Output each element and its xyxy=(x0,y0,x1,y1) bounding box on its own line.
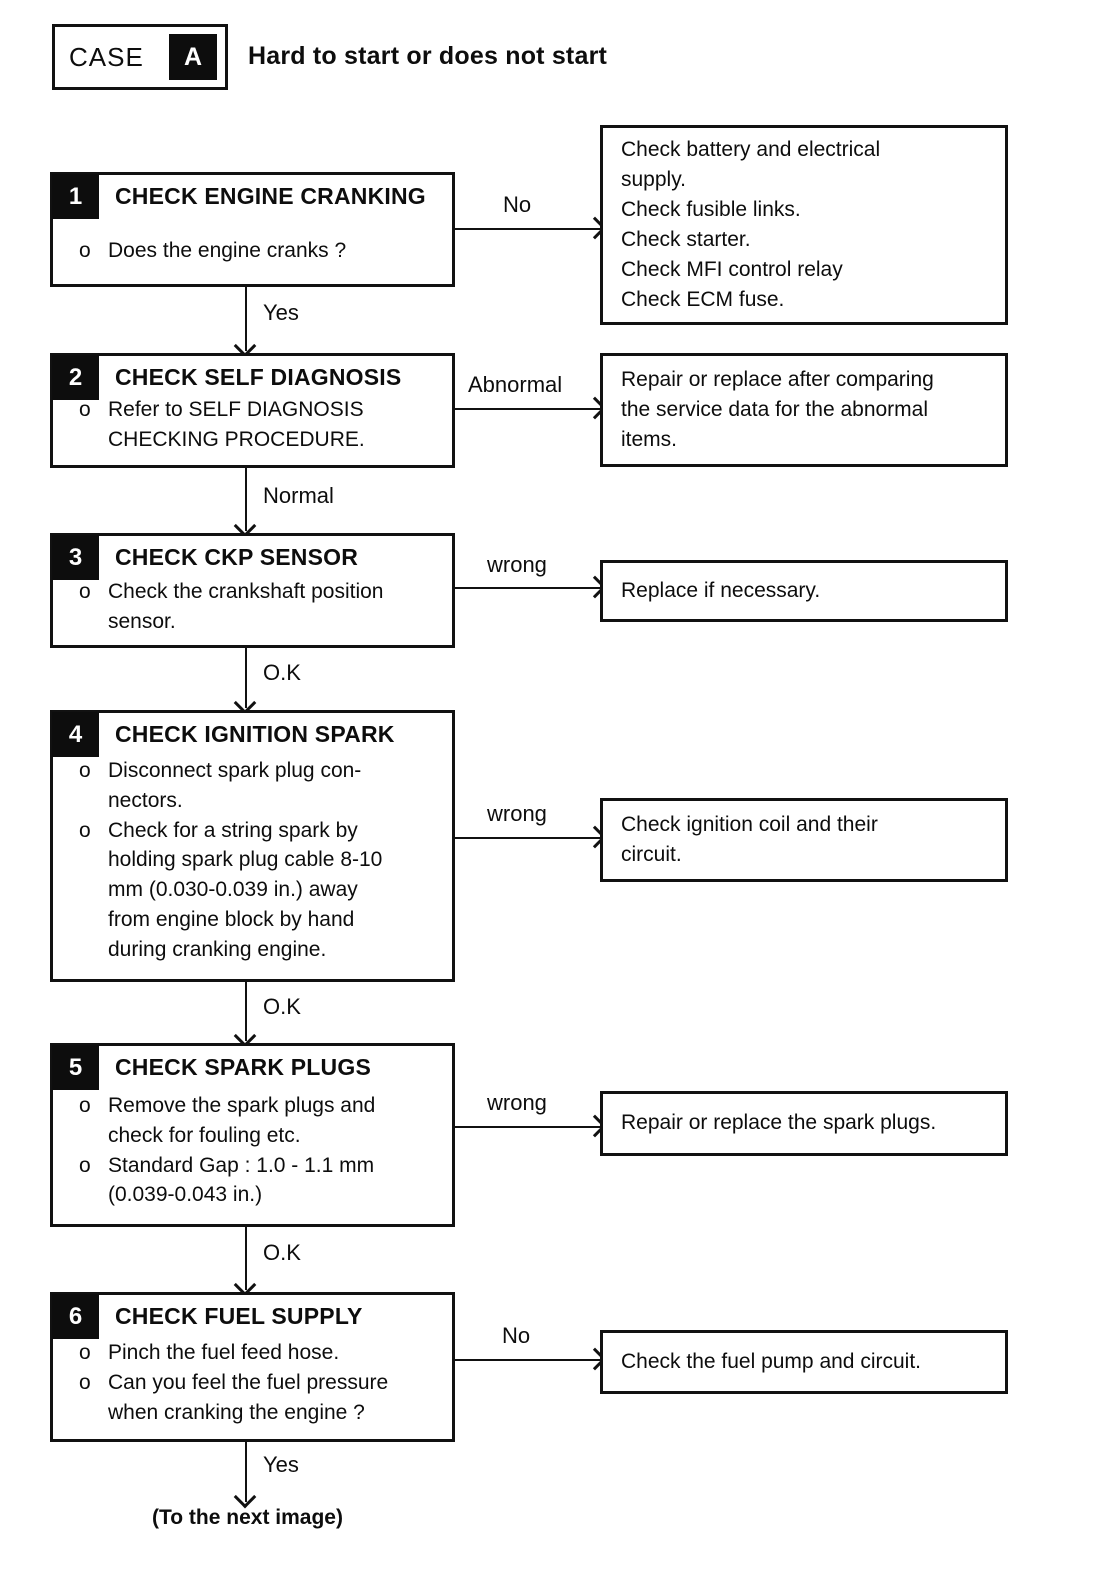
step-2-branch-arrow xyxy=(455,396,607,420)
step-1-down-label: Yes xyxy=(263,300,299,325)
bullet-marker: o xyxy=(79,1341,91,1364)
bullet-text: Check the crankshaft position sensor. xyxy=(108,580,384,633)
bullet-text: Refer to SELF DIAGNOSIS CHECKING PROCEDU… xyxy=(108,398,365,451)
step-2-bullets: o Refer to SELF DIAGNOSIS CHECKING PROCE… xyxy=(79,395,444,455)
step-6-result-box: Check the fuel pump and circuit. xyxy=(600,1330,1008,1394)
bullet-marker: o xyxy=(79,398,91,421)
step-1-result-box: Check battery and electrical supply. Che… xyxy=(600,125,1008,325)
bullet-marker: o xyxy=(79,1153,91,1177)
step-4-result-text: Check ignition coil and their circuit. xyxy=(621,812,878,866)
bullet-marker: o xyxy=(79,1370,91,1394)
step-2-result-box: Repair or replace after comparing the se… xyxy=(600,353,1008,467)
step-1-branch-arrow xyxy=(455,216,607,240)
step-6-down-label: Yes xyxy=(263,1452,299,1477)
bullet-text: Can you feel the fuel pressure when cran… xyxy=(108,1370,389,1424)
step-3-branch-label: wrong xyxy=(487,552,547,577)
step-5-title: CHECK SPARK PLUGS xyxy=(115,1054,371,1080)
step-3-number-badge: 3 xyxy=(52,535,99,580)
case-box: CASE A xyxy=(52,24,228,90)
step-2-number-badge: 2 xyxy=(52,355,99,400)
bullet-item: o Check for a string spark by holding sp… xyxy=(79,816,444,965)
continuation-note: (To the next image) xyxy=(152,1506,343,1529)
bullet-item: o Does the engine cranks ? xyxy=(79,236,444,266)
step-4-down-arrow xyxy=(233,982,257,1048)
step-6-box: 6 CHECK FUEL SUPPLY o Pinch the fuel fee… xyxy=(50,1292,455,1442)
step-3-bullets: o Check the crankshaft position sensor. xyxy=(79,577,444,637)
step-1-title: CHECK ENGINE CRANKING xyxy=(115,183,426,209)
step-5-number-badge: 5 xyxy=(52,1045,99,1090)
step-3-box: 3 CHECK CKP SENSOR o Check the crankshaf… xyxy=(50,533,455,648)
step-4-result-box: Check ignition coil and their circuit. xyxy=(600,798,1008,882)
step-6-result-text: Check the fuel pump and circuit. xyxy=(621,1349,921,1373)
step-2-title: CHECK SELF DIAGNOSIS xyxy=(115,364,402,390)
step-6-bullets: o Pinch the fuel feed hose. o Can you fe… xyxy=(79,1338,444,1427)
bullet-text: Disconnect spark plug con- nectors. xyxy=(108,759,362,812)
step-3-branch-arrow xyxy=(455,575,607,599)
step-3-down-label: O.K xyxy=(263,660,301,685)
step-5-down-label: O.K xyxy=(263,1240,301,1265)
step-1-result-text: Check battery and electrical supply. Che… xyxy=(621,137,881,312)
bullet-item: o Disconnect spark plug con- nectors. xyxy=(79,756,444,816)
step-5-down-arrow xyxy=(233,1227,257,1297)
bullet-marker: o xyxy=(79,1094,91,1117)
step-5-box: 5 CHECK SPARK PLUGS o Remove the spark p… xyxy=(50,1043,455,1227)
bullet-marker: o xyxy=(79,580,91,603)
bullet-item: o Remove the spark plugs and check for f… xyxy=(79,1091,444,1151)
step-2-down-label: Normal xyxy=(263,483,334,508)
step-4-down-label: O.K xyxy=(263,994,301,1019)
step-4-number-badge: 4 xyxy=(52,712,99,757)
step-1-branch-label: No xyxy=(503,192,532,217)
step-5-branch-label: wrong xyxy=(487,1090,547,1115)
step-6-branch-label: No xyxy=(502,1323,531,1348)
step-1-bullets: o Does the engine cranks ? xyxy=(79,236,444,266)
page-title: Hard to start or does not start xyxy=(248,42,608,70)
bullet-marker: o xyxy=(79,759,91,782)
step-1-box: 1 CHECK ENGINE CRANKING o Does the engin… xyxy=(50,172,455,287)
bullet-text: Remove the spark plugs and check for fou… xyxy=(108,1094,376,1147)
step-2-branch-label: Abnormal xyxy=(468,372,563,397)
step-2-result-text: Repair or replace after comparing the se… xyxy=(621,367,934,451)
step-4-branch-arrow xyxy=(455,825,607,849)
bullet-item: o Check the crankshaft position sensor. xyxy=(79,577,444,637)
case-label: CASE xyxy=(69,41,144,72)
step-4-title: CHECK IGNITION SPARK xyxy=(115,721,395,747)
arrow-head-down-icon xyxy=(233,1485,257,1509)
step-1-number-badge: 1 xyxy=(52,174,99,219)
step-2-box: 2 CHECK SELF DIAGNOSIS o Refer to SELF D… xyxy=(50,353,455,468)
bullet-item: o Standard Gap : 1.0 - 1.1 mm (0.039-0.0… xyxy=(79,1151,444,1211)
step-3-title: CHECK CKP SENSOR xyxy=(115,544,359,570)
bullet-text: Standard Gap : 1.0 - 1.1 mm (0.039-0.043… xyxy=(108,1153,375,1207)
bullet-item: o Can you feel the fuel pressure when cr… xyxy=(79,1368,444,1428)
bullet-text: Does the engine cranks ? xyxy=(108,239,347,262)
step-5-bullets: o Remove the spark plugs and check for f… xyxy=(79,1091,444,1210)
step-5-branch-arrow xyxy=(455,1114,607,1138)
step-3-result-box: Replace if necessary. xyxy=(600,560,1008,622)
step-4-box: 4 CHECK IGNITION SPARK o Disconnect spar… xyxy=(50,710,455,982)
step-5-result-box: Repair or replace the spark plugs. xyxy=(600,1091,1008,1156)
step-4-branch-label: wrong xyxy=(487,801,547,826)
step-6-title: CHECK FUEL SUPPLY xyxy=(115,1303,363,1329)
step-5-result-text: Repair or replace the spark plugs. xyxy=(621,1111,937,1135)
bullet-text: Pinch the fuel feed hose. xyxy=(108,1341,340,1364)
step-2-down-arrow xyxy=(233,468,257,538)
bullet-text: Check for a string spark by holding spar… xyxy=(108,818,383,961)
bullet-marker: o xyxy=(79,818,91,842)
step-4-bullets: o Disconnect spark plug con- nectors. o … xyxy=(79,756,444,965)
step-6-branch-arrow xyxy=(455,1347,607,1371)
bullet-item: o Refer to SELF DIAGNOSIS CHECKING PROCE… xyxy=(79,395,444,455)
step-3-down-arrow xyxy=(233,648,257,715)
case-letter-badge: A xyxy=(169,34,217,80)
step-1-down-arrow xyxy=(233,287,257,358)
bullet-marker: o xyxy=(79,239,91,262)
step-6-number-badge: 6 xyxy=(52,1294,99,1339)
step-3-result-text: Replace if necessary. xyxy=(621,578,821,602)
step-6-down-arrow xyxy=(233,1442,257,1509)
bullet-item: o Pinch the fuel feed hose. xyxy=(79,1338,444,1368)
